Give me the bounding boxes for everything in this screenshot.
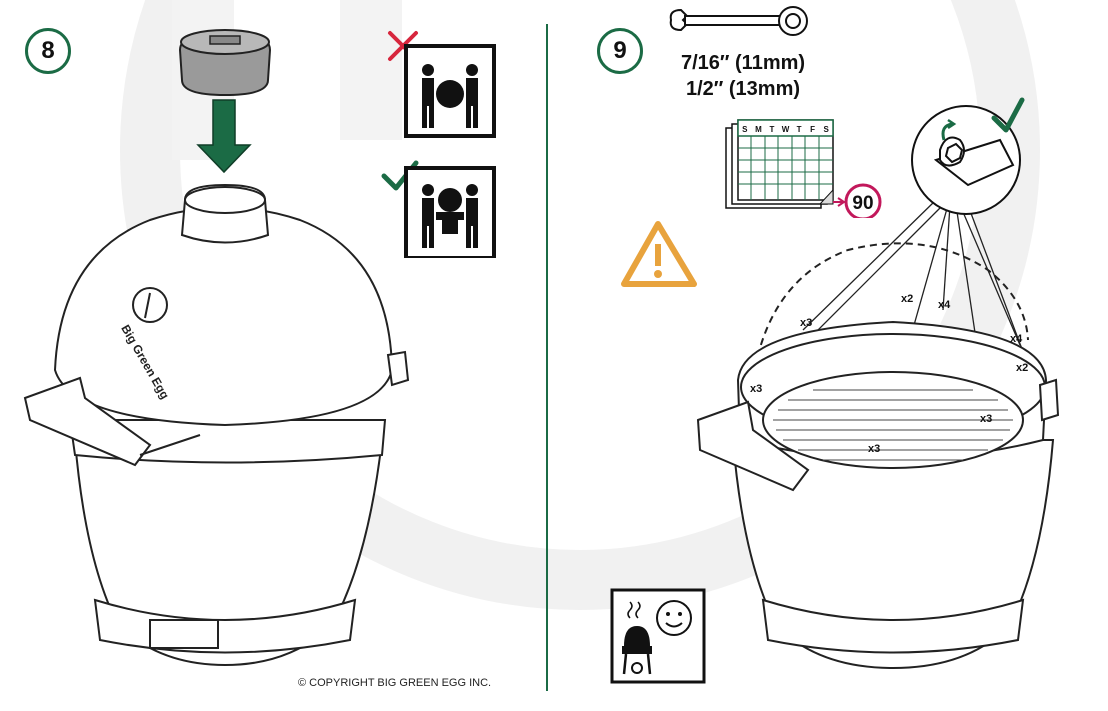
fastener-count-label: x3 [750,383,762,395]
damper-cap [178,29,272,97]
rotate-icon [941,122,953,141]
step-9-illustration: x3 x2 x4 x4 x2 x3 x3 x3 [696,97,1060,670]
panel-divider [546,24,548,691]
happy-grilling-icon [610,588,706,684]
calendar-weekday-label: F [810,125,815,134]
fastener-count-label: x3 [800,317,812,329]
warning-icon [621,221,697,287]
grill-drawing [23,183,410,667]
fastener-count-label: x3 [980,413,992,425]
copyright-notice: © COPYRIGHT BIG GREEN EGG INC. [298,677,492,689]
days-badge-label: 90 [852,193,873,214]
wrench-size-primary: 7/16″ (11mm) [680,52,806,74]
fastener-count-label: x4 [938,299,951,311]
wrench-icon [669,6,808,36]
step-number-badge: 9 [597,28,643,74]
step-8-illustration: Big Green Egg [23,29,410,667]
calendar-weekday-label: T [797,125,802,134]
calendar-weekday-label: T [769,125,774,134]
calendar-weekday-label: M [755,125,762,134]
days-badge [844,183,882,218]
wrench-size-secondary: 1/2″ (13mm) [685,78,801,100]
fastener-count-label: x2 [1016,362,1028,374]
fastener-count-label: x2 [901,293,913,305]
step-number-badge: 8 [25,28,71,74]
calendar-weekday-label: S [824,125,830,134]
down-arrow-icon [196,99,252,174]
grill-drawing [696,320,1060,670]
check-mark-icon [991,97,1025,133]
calendar-weekday-label: W [782,125,790,134]
smiley-face-icon [656,600,692,636]
calendar-weekday-label: S [742,125,748,134]
fastener-count-label: x4 [1010,333,1023,345]
carry-warning-panel [381,31,496,258]
fastener-count-label: x3 [868,443,880,455]
